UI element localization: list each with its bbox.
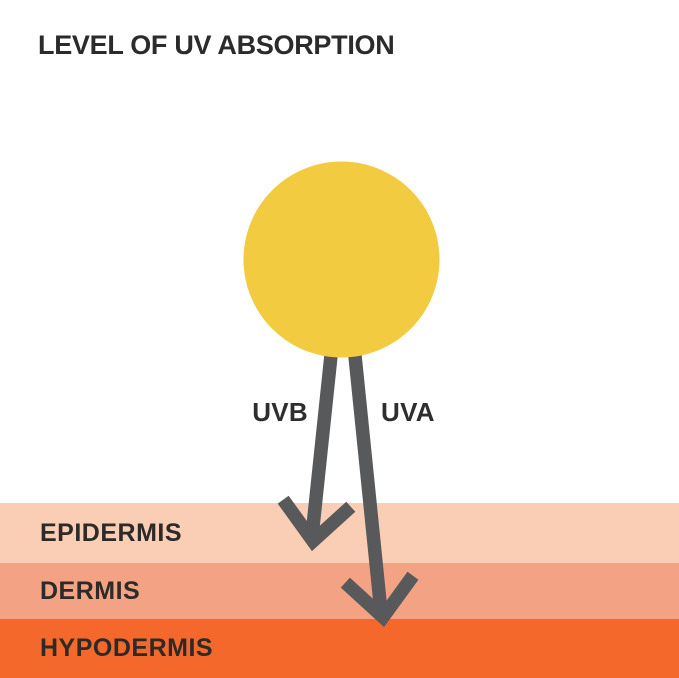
layer-epidermis: EPIDERMIS [0, 503, 679, 563]
skin-layers: EPIDERMIS DERMIS HYPODERMIS [0, 503, 679, 678]
uvb-label: UVB [252, 397, 308, 427]
page-title: LEVEL OF UV ABSORPTION [38, 30, 395, 60]
layer-hypodermis-label: HYPODERMIS [40, 634, 214, 662]
uva-label: UVA [381, 397, 435, 427]
layer-hypodermis: HYPODERMIS [0, 619, 679, 678]
layer-dermis-label: DERMIS [40, 576, 141, 605]
sun-icon [243, 161, 440, 358]
layer-dermis: DERMIS [0, 563, 679, 619]
layer-epidermis-label: EPIDERMIS [40, 518, 183, 547]
